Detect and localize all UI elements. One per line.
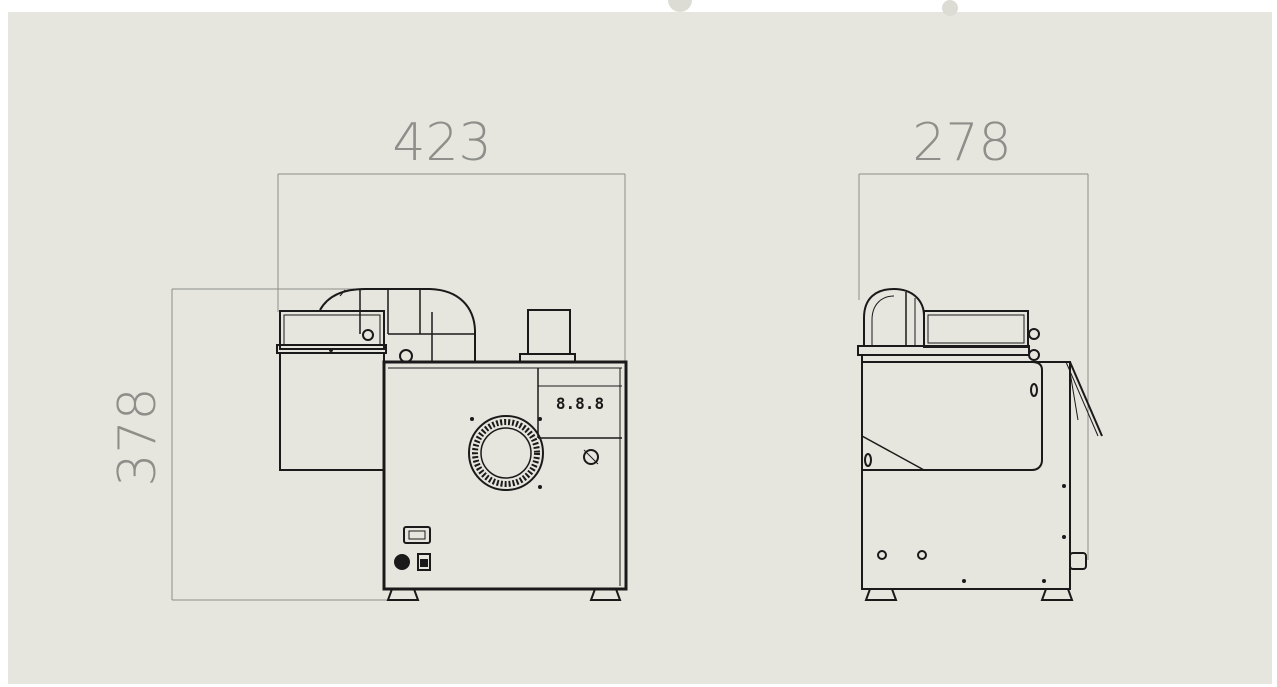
- side-right-foot: [1040, 588, 1074, 601]
- side-view: [857, 287, 1103, 601]
- power-socket: [394, 554, 410, 570]
- elbow-pipe: [319, 288, 476, 362]
- side-elbow-pipe: [863, 287, 925, 346]
- main-cabinet: [382, 360, 628, 591]
- gauge-icon: [583, 449, 599, 465]
- front-width-dimension-label: 423: [392, 113, 491, 173]
- fan-grille: [468, 415, 544, 491]
- front-view: 8.8.8: [276, 288, 628, 601]
- fuse-holder: [417, 553, 431, 571]
- dimension-lines: [171, 173, 1089, 601]
- side-width-dimension-label: 278: [912, 113, 1011, 173]
- front-left-foot: [386, 588, 420, 601]
- front-right-foot: [589, 588, 622, 601]
- side-valve: [1069, 552, 1087, 570]
- side-cabinet: [861, 361, 1071, 590]
- top-edge-mark: [942, 0, 958, 16]
- knob-icon: [362, 329, 374, 341]
- side-left-foot: [864, 588, 898, 601]
- power-switch: [403, 526, 431, 544]
- segment-display: 8.8.8: [556, 394, 604, 413]
- drawing-sheet: [8, 12, 1272, 684]
- height-dimension-label: 378: [108, 387, 168, 486]
- top-edge-mark: [668, 0, 692, 12]
